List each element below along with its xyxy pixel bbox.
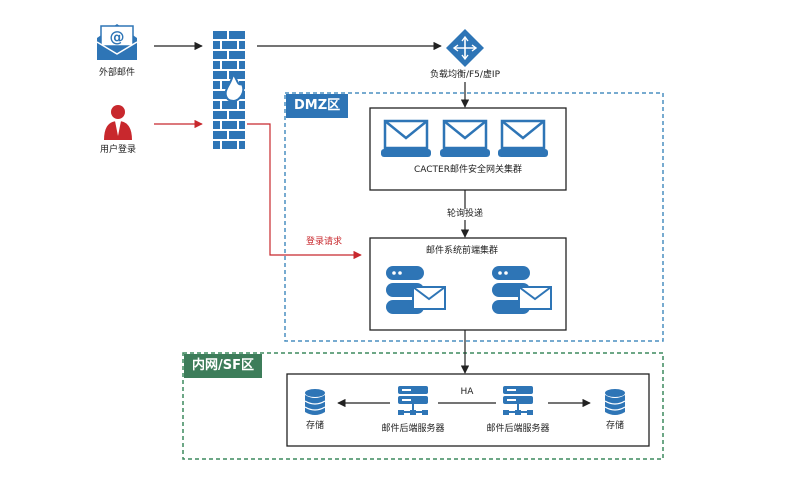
database-icon: [604, 389, 626, 415]
external-mail-label: 外部邮件: [98, 68, 136, 78]
mail-gateway-icon: [498, 119, 548, 157]
gateway-cluster-label: CACTER邮件安全网关集群: [413, 165, 523, 175]
intranet-zone-label: 内网/SF区: [184, 354, 262, 378]
intranet-zone: [182, 352, 664, 460]
backend-server-1-label: 邮件后端服务器: [381, 424, 445, 434]
load-balancer-icon: [446, 29, 484, 67]
user-icon: [104, 105, 132, 140]
storage-2-label: 存储: [605, 421, 625, 431]
server-mail-icon: [386, 266, 446, 314]
email-envelope-icon: @: [96, 24, 138, 60]
load-balancer-label: 负载均衡/F5/虚IP: [429, 70, 501, 80]
server-mail-icon: [492, 266, 552, 314]
ha-label: HA: [460, 387, 474, 397]
database-icon: [304, 389, 326, 415]
user-login-label: 用户登录: [99, 145, 137, 155]
storage-1-label: 存储: [305, 421, 325, 431]
polling-label: 轮询投递: [444, 209, 486, 220]
arrow-login-request: [247, 123, 362, 260]
frontend-cluster-label: 邮件系统前端集群: [425, 246, 499, 256]
svg-text:@: @: [110, 28, 125, 46]
login-request-label: 登录请求: [305, 237, 343, 247]
server-icon: [398, 386, 428, 415]
dmz-zone-label: DMZ区: [286, 94, 349, 118]
backend-server-2-label: 邮件后端服务器: [486, 424, 550, 434]
dmz-zone: [284, 92, 664, 342]
firewall-icon: [213, 31, 245, 149]
mail-gateway-icon: [440, 119, 490, 157]
server-icon: [503, 386, 533, 415]
backend-box: [286, 373, 650, 447]
mail-gateway-icon: [381, 119, 431, 157]
